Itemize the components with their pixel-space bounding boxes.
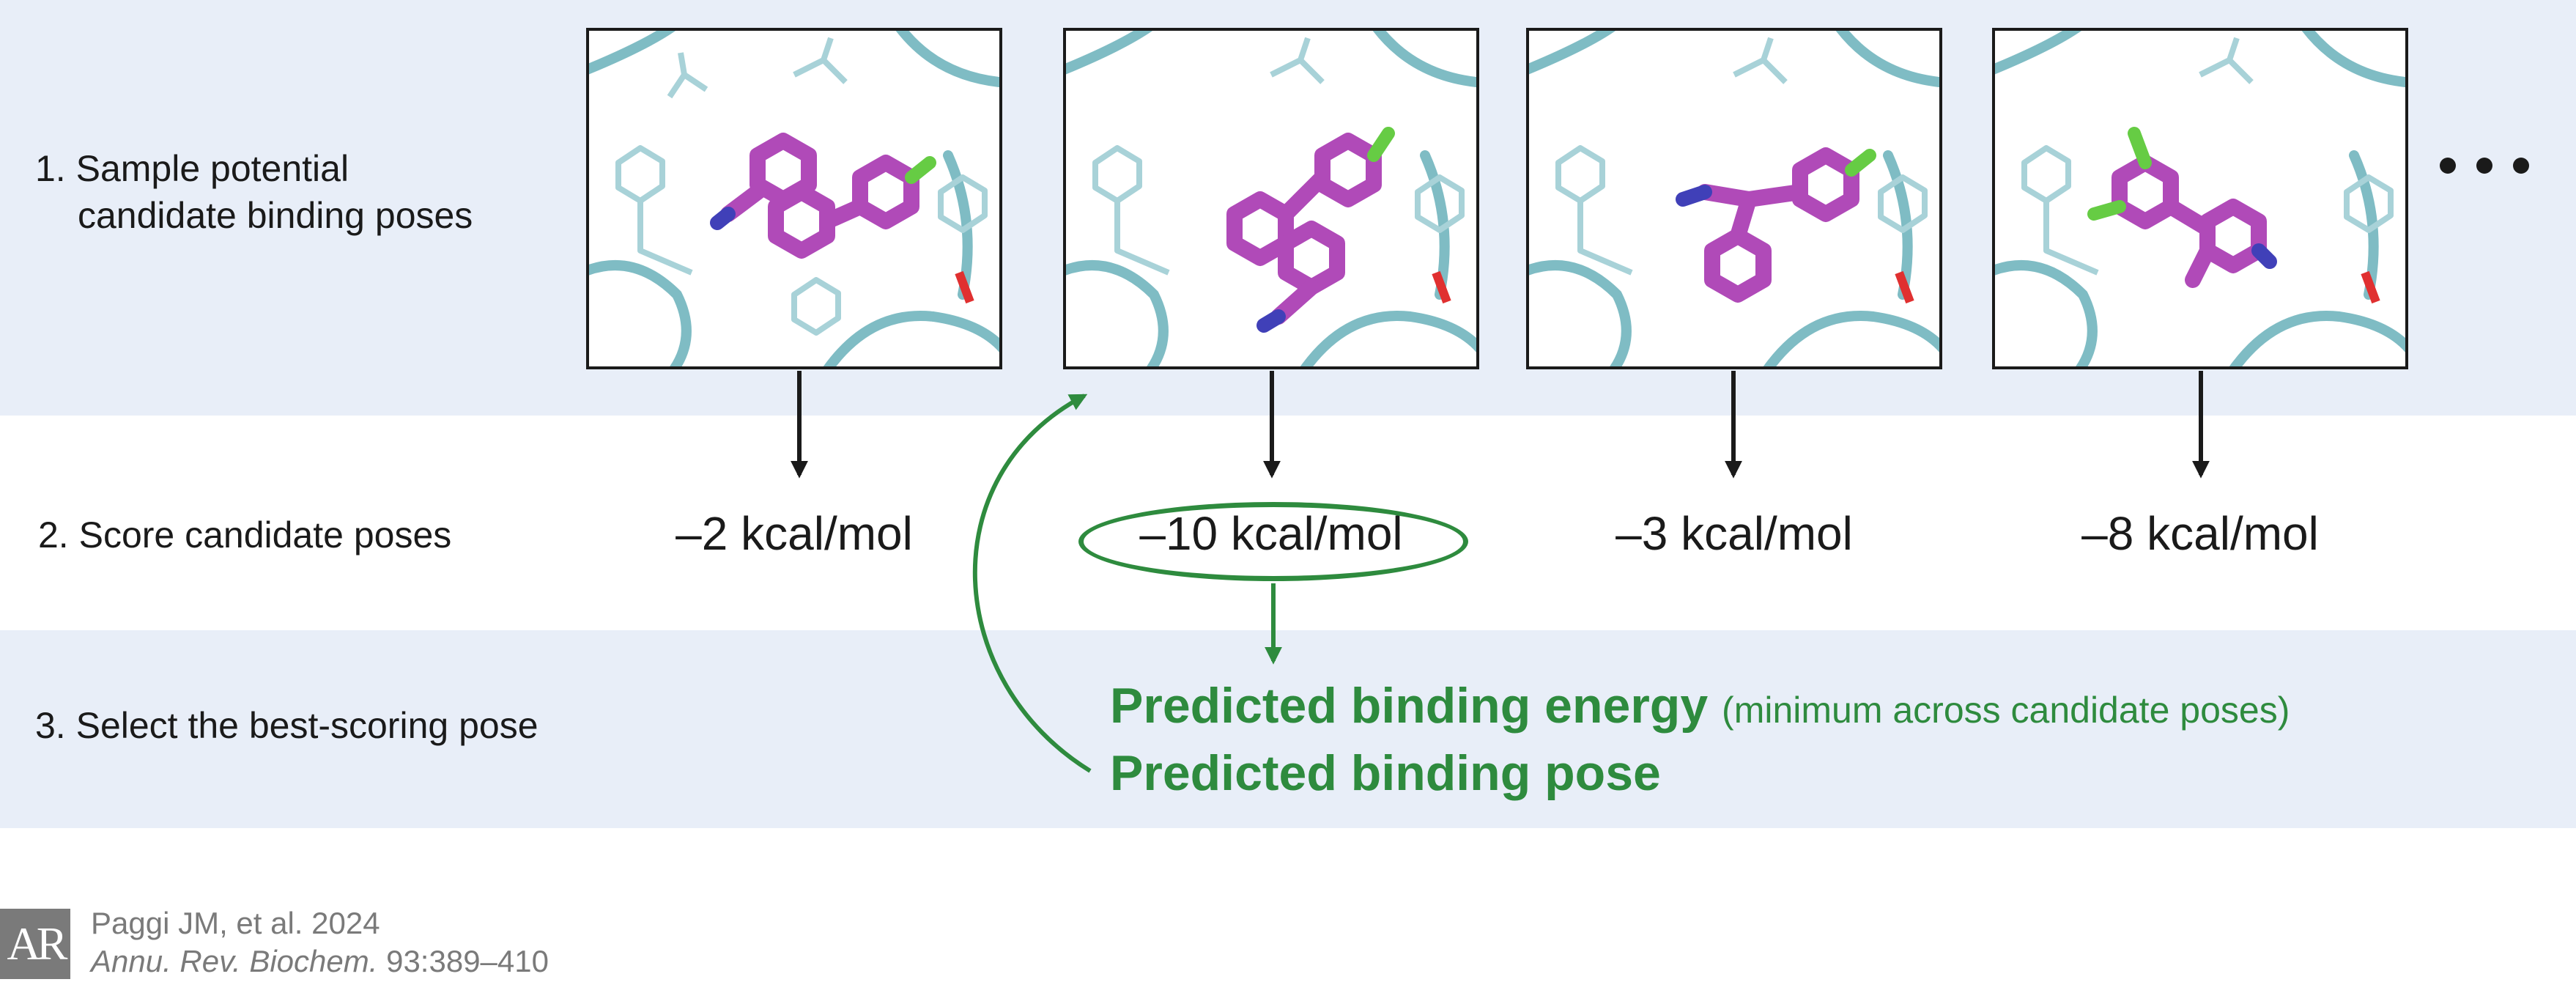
step-3-label: 3. Select the best-scoring pose — [35, 705, 538, 746]
ellipsis-dot — [2440, 158, 2456, 174]
ellipsis-dot — [2476, 158, 2492, 174]
predicted-energy-note: (minimum across candidate poses) — [1722, 690, 2290, 731]
ellipsis-dot — [2513, 158, 2529, 174]
step-2-label: 2. Score candidate poses — [38, 514, 452, 555]
score-pose-3: –3 kcal/mol — [1615, 507, 1853, 560]
pose-image-4 — [1992, 28, 2408, 369]
predicted-pose: Predicted binding pose — [1110, 745, 1661, 801]
predicted-energy-label: Predicted binding energy — [1110, 678, 1709, 734]
best-score-highlight — [1078, 502, 1468, 581]
step-3-band — [0, 630, 2576, 828]
citation-pages: 93:389–410 — [386, 944, 549, 978]
step-1-label: 1. Sample potential candidate binding po… — [35, 145, 473, 239]
score-pose-1: –2 kcal/mol — [676, 507, 913, 560]
citation: AR Paggi JM, et al. 2024 Annu. Rev. Bioc… — [0, 903, 879, 982]
pose-image-3 — [1526, 28, 1942, 369]
score-pose-4: –8 kcal/mol — [2081, 507, 2319, 560]
pose-image-1 — [586, 28, 1002, 369]
step-1-label-line1: 1. Sample potential — [35, 148, 349, 189]
annual-reviews-logo: AR — [0, 909, 70, 979]
step-1-label-line2: candidate binding poses — [78, 195, 473, 236]
citation-journal: Annu. Rev. Biochem. — [91, 944, 378, 978]
predicted-energy: Predicted binding energy (minimum across… — [1110, 673, 2290, 743]
pose-image-2 — [1063, 28, 1479, 369]
more-poses-ellipsis — [2440, 158, 2529, 174]
citation-source: Annu. Rev. Biochem. 93:389–410 — [91, 942, 549, 981]
citation-authors: Paggi JM, et al. 2024 — [91, 906, 380, 940]
